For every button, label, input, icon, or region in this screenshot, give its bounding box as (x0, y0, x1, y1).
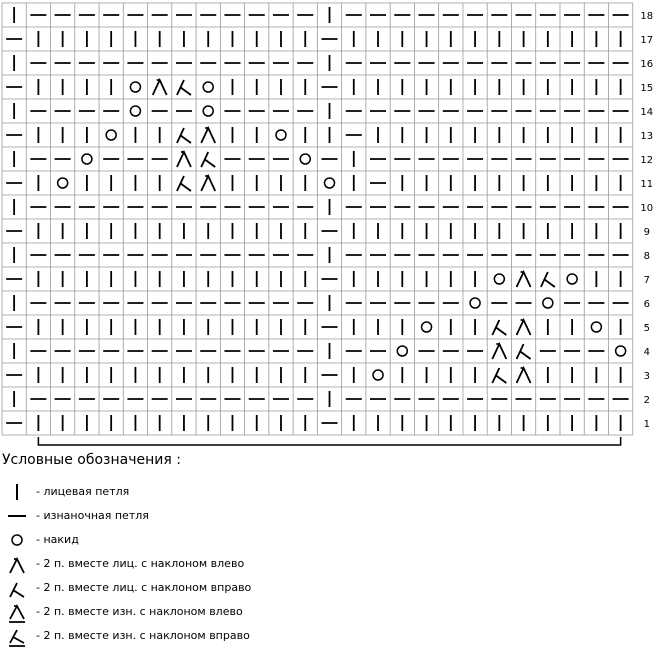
row-number: 3 (644, 371, 650, 382)
yarn-over-icon (614, 345, 627, 357)
legend-item-p2tog-left: - 2 п. вместе изн. с наклоном влево (6, 602, 406, 624)
row-number: 2 (644, 395, 650, 406)
legend-item-yarn-over: - накид (6, 530, 406, 552)
legend-item-k2tog-left: - 2 п. вместе лиц. с наклоном влево (6, 554, 406, 576)
yarn-over-icon (299, 153, 311, 165)
k2tog-left-icon (515, 269, 532, 288)
k2tog-right-icon (491, 367, 507, 384)
yarn-over-icon (11, 534, 23, 546)
row-number: 8 (644, 251, 650, 262)
yarn-over-icon (105, 129, 117, 141)
p2tog-right-icon (9, 629, 25, 647)
legend-label-k2tog-right: - 2 п. вместе лиц. с наклоном вправо (36, 581, 252, 594)
yarn-over-icon (129, 81, 142, 93)
yarn-over-icon (493, 273, 506, 285)
k2tog-right-icon (491, 319, 507, 336)
row-number: 16 (640, 59, 653, 70)
knit-stitch-icon (16, 484, 18, 500)
legend-label-p2tog-right: - 2 п. вместе изн. с наклоном вправо (36, 629, 250, 642)
row-number: 6 (644, 299, 650, 310)
k2tog-left-icon (176, 149, 192, 168)
row-number: 15 (640, 83, 653, 94)
yarn-over-icon (420, 321, 433, 333)
row-number: 4 (644, 347, 650, 358)
row-number: 18 (640, 11, 653, 22)
row-number: 7 (644, 275, 650, 286)
row-number: 9 (644, 227, 650, 238)
legend-label-yarn-over: - накид (36, 533, 79, 546)
legend-label-purl: - изнаночная петля (36, 509, 149, 522)
purl-stitch-icon (8, 515, 26, 517)
yarn-over-icon (590, 321, 603, 333)
k2tog-right-icon (176, 127, 192, 144)
row-number: 17 (640, 35, 653, 46)
legend-label-knit: - лицевая петля (36, 485, 130, 498)
k2tog-right-icon (200, 151, 216, 168)
p2tog-left-icon (9, 604, 25, 623)
yarn-over-icon (81, 153, 93, 165)
yarn-over-icon (56, 177, 69, 189)
k2tog-left-icon (515, 365, 532, 384)
yarn-over-icon (202, 105, 214, 117)
k2tog-right-icon (515, 343, 532, 360)
yarn-over-icon (323, 177, 336, 189)
k2tog-right-icon (176, 175, 192, 192)
row-number: 13 (640, 131, 653, 142)
legend-item-p2tog-right: - 2 п. вместе изн. с наклоном вправо (6, 626, 406, 648)
legend-title: Условные обозначения : (2, 452, 181, 468)
row-number: 5 (644, 323, 650, 334)
yarn-over-icon (275, 129, 287, 141)
legend-label-p2tog-left: - 2 п. вместе изн. с наклоном влево (36, 605, 243, 618)
k2tog-right-icon (176, 79, 192, 96)
row-number: 10 (640, 203, 653, 214)
yarn-over-icon (542, 297, 554, 309)
legend-label-k2tog-left: - 2 п. вместе лиц. с наклоном влево (36, 557, 245, 570)
row-number: 1 (644, 419, 650, 430)
yarn-over-icon (396, 345, 409, 357)
k2tog-left-icon (515, 317, 532, 336)
yarn-over-icon (372, 369, 384, 381)
k2tog-left-icon (491, 341, 508, 360)
legend-item-purl: - изнаночная петля (6, 506, 406, 528)
yarn-over-icon (566, 273, 578, 285)
row-number: 14 (640, 107, 653, 118)
k2tog-left-icon (200, 173, 217, 192)
row-number: 11 (640, 179, 653, 190)
k2tog-left-icon (200, 125, 217, 144)
yarn-over-icon (129, 105, 142, 117)
legend-item-knit: - лицевая петля (6, 482, 406, 504)
k2tog-left-icon (9, 556, 25, 574)
row-number: 12 (640, 155, 653, 166)
repeat-bracket (37, 437, 622, 446)
yarn-over-icon (202, 81, 214, 93)
k2tog-left-icon (151, 77, 168, 96)
k2tog-right-icon (9, 582, 25, 598)
legend-item-k2tog-right: - 2 п. вместе лиц. с наклоном вправо (6, 578, 406, 600)
k2tog-right-icon (540, 271, 556, 288)
yarn-over-icon (469, 297, 481, 309)
